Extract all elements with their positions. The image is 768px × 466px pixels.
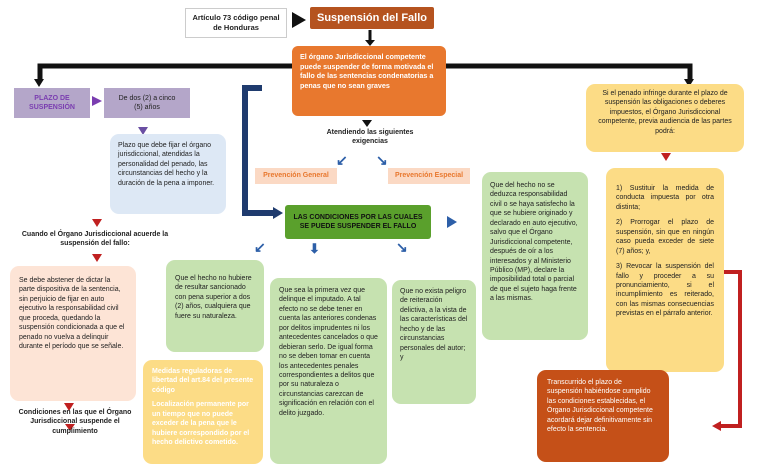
arrow-down-right-icon: ↘ [396,239,408,255]
options-box: 1) Sustituir la medida de conducta impue… [606,168,724,372]
arrow-down-icon [661,153,671,161]
option-2: 2) Prorrogar el plazo de suspensión, sin… [616,219,714,255]
arrow-down-icon [34,79,44,87]
arrow-down-icon: ⬇ [309,241,320,256]
arrow-right-icon [273,207,283,219]
arrow-down-left-icon: ↙ [336,152,348,168]
measures-line2: Localización permanente por un tiempo qu… [152,401,250,447]
measures-box: Medidas reguladoras de libertad del art.… [143,360,263,464]
arrow-right-icon [447,216,457,228]
arrow-down-icon [138,127,148,135]
main-box: El órgano Jurisdiccional competente pued… [292,46,446,116]
elapsed-box: Transcurrido el plazo de suspensión habi… [537,370,669,462]
measures-line1: Medidas reguladoras de libertad del art.… [152,368,254,394]
prevention-special: Prevención Especial [388,168,470,184]
arrow-down-icon [684,79,694,87]
page-title: Suspensión del Fallo [310,7,434,29]
arrow-right-icon [92,96,102,106]
option-1: 1) Sustituir la medida de conducta impue… [616,185,714,211]
arrow-down-icon [64,403,74,411]
condition-1: Que el hecho no hubiere de resultar sanc… [166,260,264,352]
condition-4: Que del hecho no se deduzca responsabili… [482,172,588,340]
conditions-title: LAS CONDICIONES POR LAS CUALES SE PUEDE … [285,205,431,239]
plazo-label: PLAZO DE SUSPENSIÓN [14,88,90,118]
arrow-down-left-icon: ↙ [254,239,266,255]
option-3: 3) Revocar la suspensión del fallo y pro… [616,263,714,318]
when-agrees-label: Cuando el Órgano Jurisdiccional acuerde … [21,231,169,248]
condition-2: Que sea la primera vez que delinque el i… [270,278,387,464]
prevention-general: Prevención General [255,168,337,184]
arrow-right-icon [292,12,306,28]
attending-label: Atendiendo las siguientes exigencias [326,129,414,146]
article-label: Artículo 73 código penal de Honduras [185,8,287,38]
arrow-down-icon [362,120,372,127]
arrow-down-icon [92,219,102,227]
arrow-down-icon [92,254,102,262]
abstain-text: Se debe abstener de dictar la parte disp… [10,266,136,401]
plazo-description: Plazo que debe fijar el órgano jurisdicc… [110,134,226,214]
condition-3: Que no exista peligro de reiteración del… [392,280,476,404]
arrow-down-right-icon: ↘ [376,152,388,168]
plazo-value: De dos (2) a cinco (5) años [104,88,190,118]
infringe-box: Si el penado infringe durante el plazo d… [586,84,744,152]
arrow-down-icon [365,40,375,46]
arrow-down-icon [65,424,75,431]
conditions-compliance-label: Condiciones en las que el Órgano Jurisdi… [18,409,132,435]
arrow-right-icon [712,421,721,431]
